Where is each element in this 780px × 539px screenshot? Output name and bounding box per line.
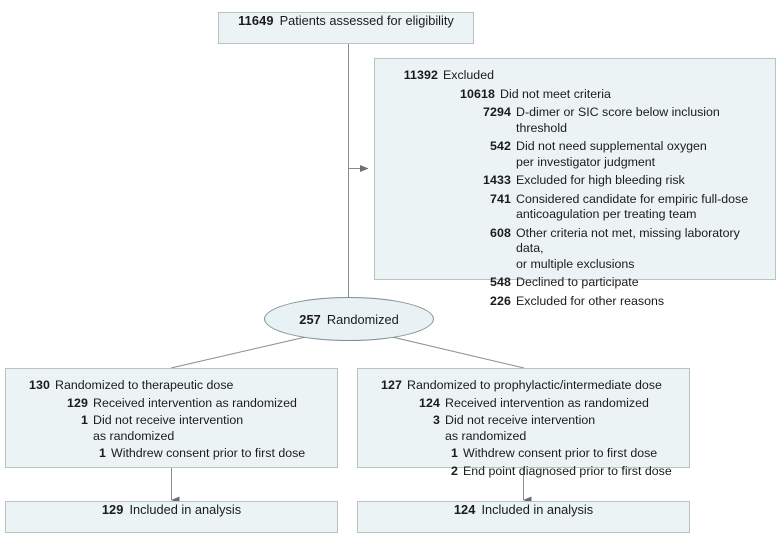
arm-box-therapeutic: 130 Randomized to therapeutic dose 129 R… [5, 368, 338, 468]
enrollment-label: Patients assessed for eligibility [279, 13, 454, 28]
excluded-reason-row: 741 Considered candidate for empiric ful… [383, 192, 767, 223]
excluded-reason-count: 608 [490, 225, 511, 240]
excluded-reason-row: 1433 Excluded for high bleeding risk [383, 173, 767, 189]
excluded-reason-label: D-dimer or SIC score below inclusion thr… [516, 105, 720, 135]
excluded-reason-label: Other criteria not met, missing laborato… [516, 225, 740, 271]
excluded-reason-row: 7294 D-dimer or SIC score below inclusio… [383, 105, 767, 136]
excluded-reason-count: 7294 [483, 105, 511, 119]
excluded-reason-count: 1433 [483, 173, 511, 187]
analysis-count: 129 [101, 502, 124, 517]
arm-item-row: 2 End point diagnosed prior to first dos… [366, 464, 681, 480]
arm-item-label: End point diagnosed prior to first dose [463, 463, 672, 478]
excluded-reason-count: 542 [490, 139, 511, 153]
enrollment-box: 11649 Patients assessed for eligibility [218, 12, 474, 44]
arm-item-row: 1 Did not receive intervention as random… [14, 413, 329, 444]
enrollment-count: 11649 [238, 13, 274, 28]
randomized-ellipse: 257 Randomized [264, 297, 434, 341]
analysis-count: 124 [453, 502, 476, 517]
excluded-reason-count: 10618 [460, 86, 495, 101]
arm-item-label: Withdrew consent prior to first dose [111, 446, 306, 460]
randomized-count: 257 [299, 311, 321, 327]
arm-box-prophylactic-intermediate: 127 Randomized to prophylactic/intermedi… [357, 368, 690, 478]
excluded-reason-count: 226 [490, 293, 511, 308]
excluded-reason-label: Excluded for other reasons [516, 293, 665, 308]
arm-item-row: 129 Received intervention as randomized [14, 396, 329, 412]
analysis-label: Included in analysis [129, 502, 242, 517]
excluded-total-count: 11392 [403, 68, 438, 82]
randomized-label: Randomized [326, 311, 399, 327]
arm-header-row: 130 Randomized to therapeutic dose [14, 378, 329, 394]
excluded-total-label: Excluded [443, 68, 494, 82]
arm-randomized-count: 130 [29, 378, 50, 392]
arm-item-count: 1 [81, 413, 88, 427]
excluded-reason-label: Excluded for high bleeding risk [516, 173, 685, 187]
arm-item-label: Did not receive intervention as randomiz… [93, 413, 244, 443]
arm-item-row: 124 Received intervention as randomized [366, 396, 681, 412]
analysis-box-therapeutic: 129 Included in analysis [5, 501, 338, 533]
excluded-reason-row: 226 Excluded for other reasons [383, 294, 767, 310]
arm-item-row: 1 Withdrew consent prior to first dose [14, 446, 329, 462]
arm-item-label: Received intervention as randomized [93, 395, 297, 410]
arm-item-label: Received intervention as randomized [445, 395, 649, 410]
excluded-box: 11392 Excluded 10618 Did not meet criter… [374, 58, 776, 308]
excluded-reason-label: Did not need supplemental oxygen per inv… [516, 139, 707, 169]
arm-randomized-label: Randomized to prophylactic/intermediate … [407, 378, 662, 392]
arm-item-row: 3 Did not receive intervention as random… [366, 413, 681, 444]
excluded-reason-count: 548 [490, 275, 511, 289]
excluded-reason-label: Considered candidate for empiric full-do… [516, 191, 749, 222]
arm-item-count: 129 [67, 395, 88, 410]
arm-item-count: 3 [433, 413, 440, 427]
arm-randomized-count: 127 [381, 378, 402, 392]
excluded-reason-row: 542 Did not need supplemental oxygen per… [383, 139, 767, 170]
arm-item-row: 1 Withdrew consent prior to first dose [366, 446, 681, 462]
excluded-reason-row: 548 Declined to participate [383, 275, 767, 291]
analysis-label: Included in analysis [481, 502, 594, 517]
arm-item-count: 1 [451, 446, 458, 460]
excluded-reason-count: 741 [490, 191, 511, 206]
arm-header-row: 127 Randomized to prophylactic/intermedi… [366, 378, 681, 394]
excluded-reason-label: Did not meet criteria [500, 86, 611, 101]
excluded-reason-row: 10618 Did not meet criteria [383, 87, 767, 103]
excluded-header-row: 11392 Excluded [383, 68, 767, 84]
arm-randomized-label: Randomized to therapeutic dose [55, 378, 234, 392]
excluded-reason-row: 608 Other criteria not met, missing labo… [383, 226, 767, 273]
analysis-box-prophylactic-intermediate: 124 Included in analysis [357, 501, 690, 533]
arm-item-count: 124 [419, 395, 440, 410]
arm-item-count: 1 [99, 446, 106, 460]
excluded-reason-label: Declined to participate [516, 275, 639, 289]
arm-item-label: Withdrew consent prior to first dose [463, 446, 658, 460]
arm-item-count: 2 [451, 463, 458, 478]
arm-item-label: Did not receive intervention as randomiz… [445, 413, 596, 443]
